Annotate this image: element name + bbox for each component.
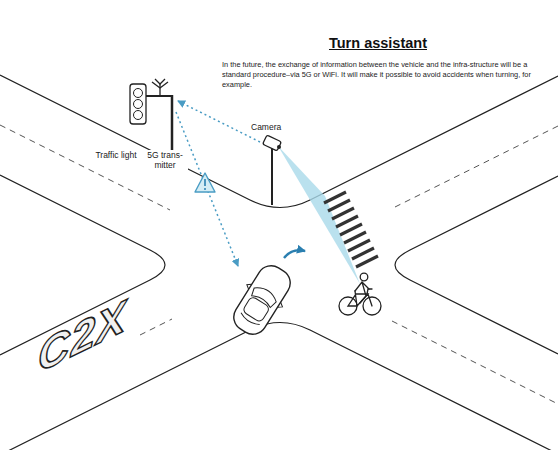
logo-lettering: C2X: [38, 289, 127, 385]
crosswalk-stripe: [356, 256, 378, 267]
lamp: [134, 100, 143, 109]
warning-sign: [195, 173, 215, 192]
crosswalk-stripe: [348, 240, 370, 251]
crosswalk-stripe: [332, 208, 354, 219]
cyclist: [339, 273, 381, 315]
warning-triangle: [195, 173, 215, 192]
crosswalk-stripe: [328, 200, 350, 211]
transmitter-antenna: [152, 79, 168, 96]
curb-line: [0, 75, 558, 208]
data-link: [178, 101, 260, 142]
intro-text: In the future, the exchange of informati…: [222, 60, 532, 89]
camera-view-cone: [278, 146, 360, 284]
crosswalk-stripe: [336, 216, 358, 227]
antenna-head: [152, 82, 168, 88]
data-link: [176, 112, 238, 266]
camera-body: [263, 135, 282, 151]
rider-body: [355, 282, 369, 303]
light-pole: [171, 95, 174, 158]
mirror: [277, 302, 284, 309]
part-label: Traffic light: [94, 150, 138, 160]
crosswalk-stripe: [344, 232, 366, 243]
crosswalk: [324, 192, 378, 267]
curb-line: [395, 176, 558, 354]
antenna-head: [155, 79, 165, 84]
warning-dot: [204, 188, 206, 190]
centre-line: [392, 321, 558, 404]
centre-line: [140, 319, 172, 335]
car-body: [229, 260, 296, 339]
lane-markings: [0, 125, 558, 404]
car: [225, 258, 299, 341]
crosswalk-stripe: [352, 248, 374, 259]
light-arm: [146, 95, 172, 97]
camera-pole: [271, 148, 273, 205]
part-label: Camera: [250, 122, 282, 132]
light-housing: [130, 84, 146, 124]
traffic-light: [130, 84, 176, 160]
crosswalk-stripe: [324, 192, 346, 203]
lamp: [134, 111, 143, 120]
centre-line: [395, 126, 558, 207]
rider-head: [360, 273, 368, 281]
crosswalk-stripe: [340, 224, 362, 235]
mirror: [245, 282, 252, 289]
rear-window: [239, 313, 259, 327]
antenna-mast: [159, 84, 160, 96]
diagram-title: Turn assistant: [218, 35, 538, 51]
road-curbs: [0, 75, 558, 450]
warning-mark: [204, 179, 206, 186]
part-label: 5G trans- mitter: [142, 150, 188, 170]
camera: [263, 135, 282, 205]
turn-arrow: [284, 250, 305, 258]
lamp: [134, 89, 143, 98]
camera-lens: [277, 145, 281, 149]
